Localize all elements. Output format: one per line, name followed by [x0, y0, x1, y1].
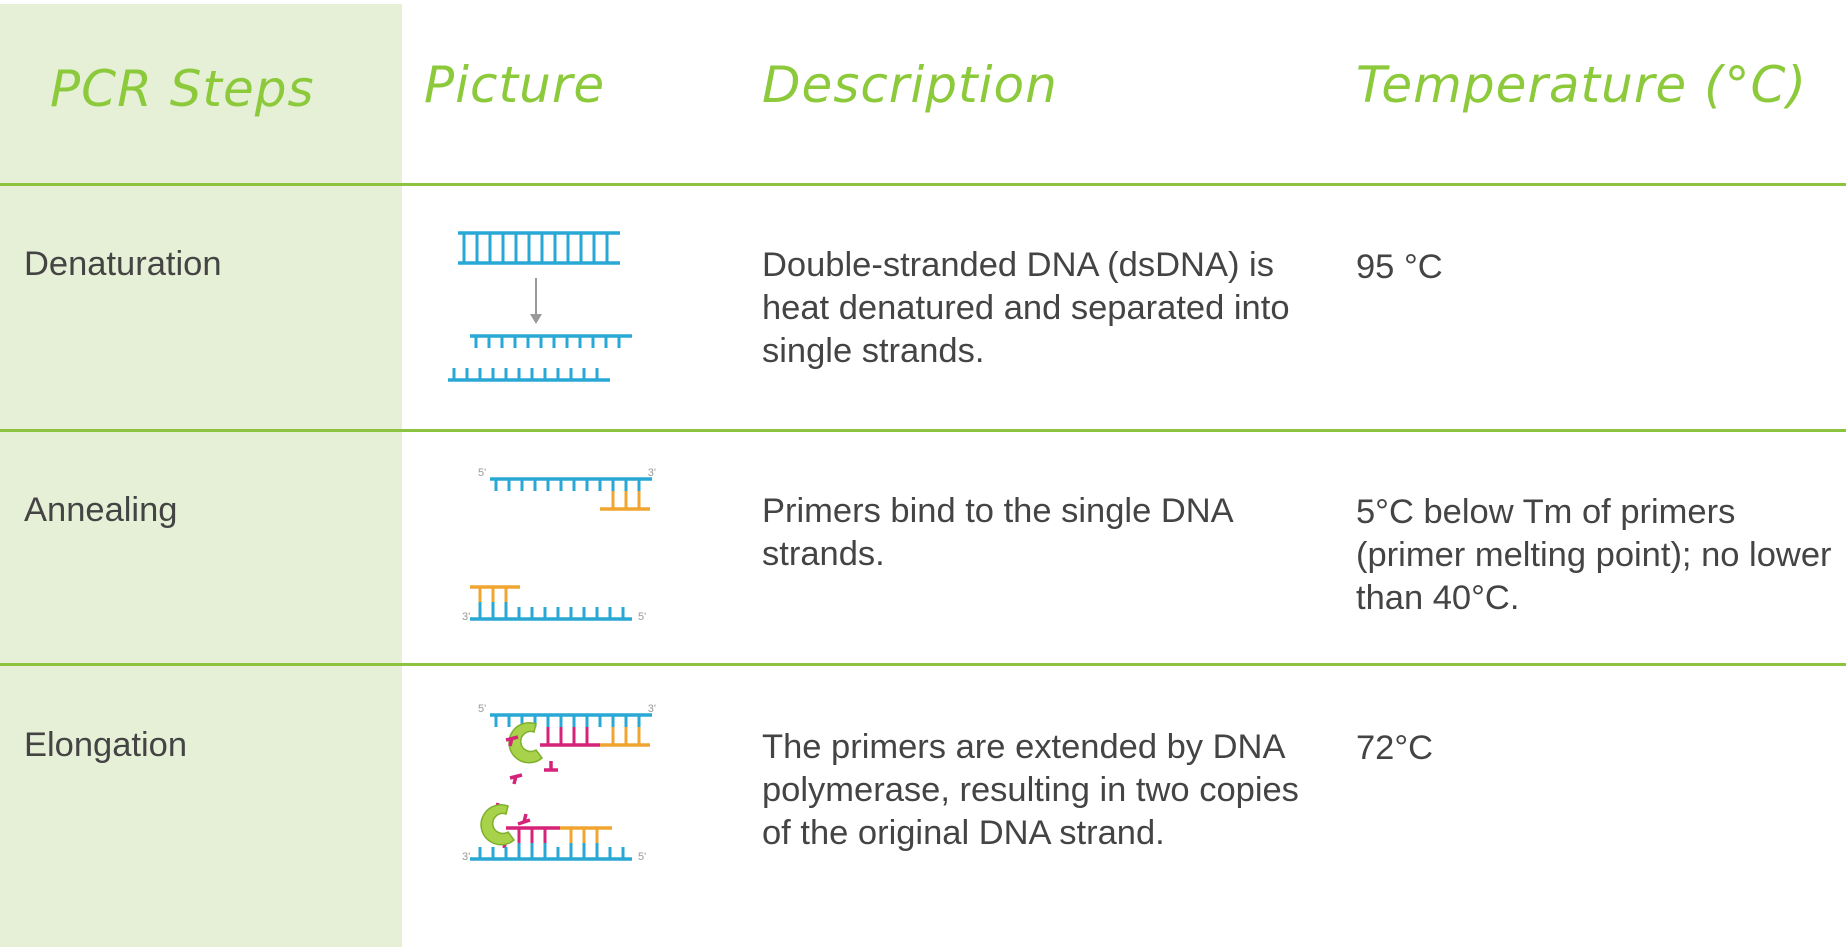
five-prime-label: 5' — [478, 467, 486, 479]
step-denaturation: Denaturation — [24, 245, 222, 283]
header-temperature: Temperature (°C) — [1356, 56, 1807, 114]
temperature-elongation: 72°C — [1356, 729, 1434, 767]
arrow-icon — [530, 278, 542, 324]
dna-polymerase-icon — [508, 722, 544, 764]
five-prime-label: 5' — [478, 703, 486, 715]
annealing-picture: 5' 3' — [462, 467, 656, 623]
step-elongation: Elongation — [24, 726, 188, 764]
row-divider — [0, 663, 1846, 666]
three-prime-label: 3' — [462, 611, 470, 623]
header-picture: Picture — [424, 56, 606, 114]
five-prime-label: 5' — [638, 851, 646, 863]
three-prime-label: 3' — [648, 703, 656, 715]
denaturation-picture — [448, 231, 632, 382]
header-pcr-steps: PCR Steps — [50, 60, 315, 118]
three-prime-label: 3' — [648, 467, 656, 479]
temperature-denaturation: 95 °C — [1356, 248, 1443, 286]
five-prime-label: 5' — [638, 611, 646, 623]
step-annealing: Annealing — [24, 491, 178, 529]
description-annealing: Primers bind to the single DNA strands. — [762, 492, 1232, 573]
dna-polymerase-icon — [480, 804, 516, 846]
header-description: Description — [762, 56, 1058, 114]
description-elongation: The primers are extended by DNA polymera… — [762, 728, 1299, 852]
steps-column-background — [0, 4, 402, 947]
three-prime-label: 3' — [462, 851, 470, 863]
header-divider — [0, 183, 1846, 186]
description-denaturation: Double-stranded DNA (dsDNA) is heat dena… — [762, 246, 1290, 370]
elongation-picture: 5' 3' — [462, 703, 656, 863]
temperature-annealing: 5°C below Tm of primers (primer melting … — [1356, 493, 1832, 617]
row-divider — [0, 429, 1846, 432]
